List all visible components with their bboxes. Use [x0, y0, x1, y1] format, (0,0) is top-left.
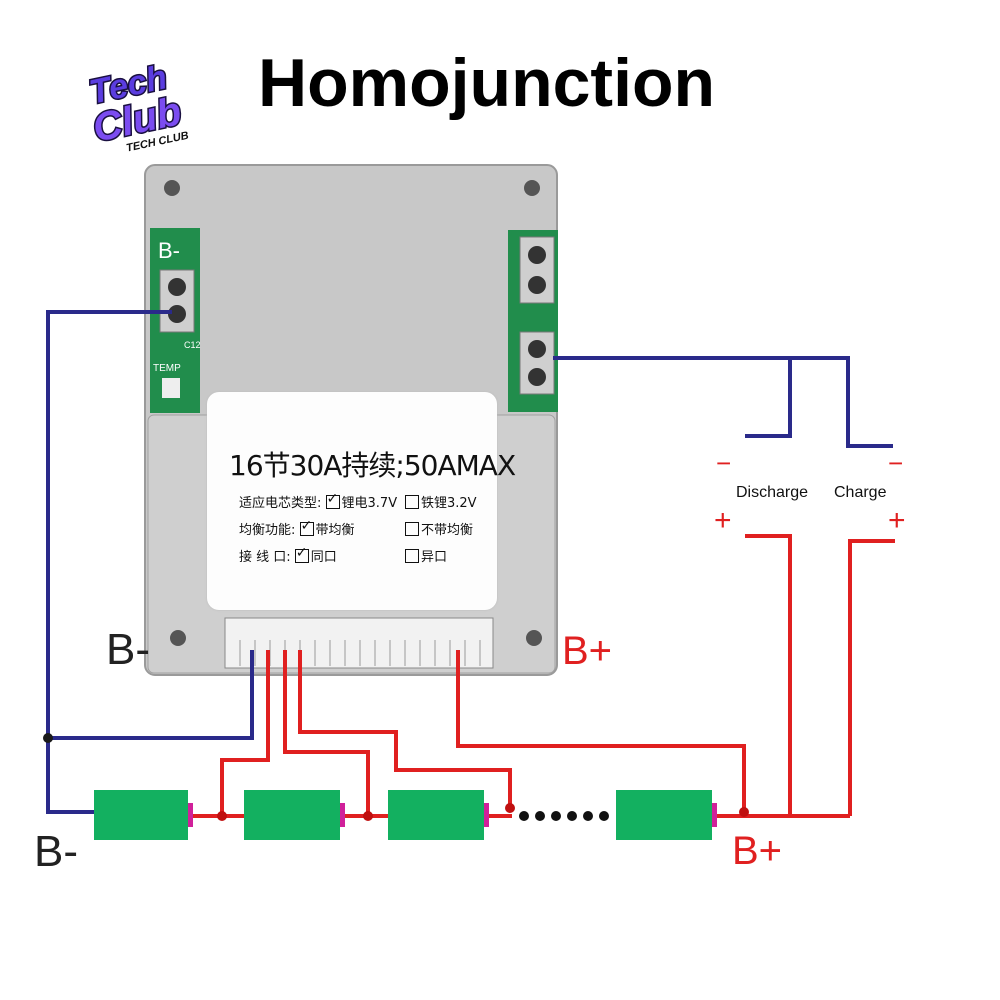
balance-connector: [224, 617, 494, 669]
empty-box-icon: [405, 522, 419, 536]
option-label: 锂电3.7V: [341, 496, 398, 511]
option-label: 同口: [310, 550, 337, 565]
diagram-title: Homojunction: [258, 45, 716, 121]
spec-label: 16节30A持续;50AMAX 适应电芯类型: 锂电3.7V 铁锂3.2V 均衡…: [207, 392, 516, 610]
discharge-label: Discharge: [736, 484, 808, 501]
screw-hole: [170, 630, 186, 646]
empty-box-icon: [405, 549, 419, 563]
discharge-minus: −: [716, 448, 731, 478]
empty-box-icon: [405, 495, 419, 509]
charge-plus: +: [888, 504, 906, 537]
spec-title: 16节30A持续;50AMAX: [229, 449, 516, 482]
screw-hole: [524, 180, 540, 196]
spec-row-cell-type: 适应电芯类型: 锂电3.7V 铁锂3.2V: [239, 491, 477, 511]
battery-cell: [94, 790, 193, 840]
pack-b-plus-label: B+: [732, 829, 782, 873]
discharge-plus: +: [714, 504, 732, 537]
charge-minus: −: [888, 448, 903, 478]
charge-label: Charge: [834, 484, 887, 501]
battery-cell: [388, 790, 489, 840]
checked-box-icon: [299, 518, 314, 536]
spec-row-port: 接 线 口: 同口 异口: [239, 545, 447, 565]
checked-box-icon: [325, 491, 340, 509]
pcb-mark-c12: C12: [184, 340, 201, 350]
row-label: 适应电芯类型:: [239, 496, 322, 511]
option-label: 带均衡: [315, 523, 355, 538]
screw-hole: [164, 180, 180, 196]
board-b-plus-label: B+: [562, 629, 612, 673]
checked-box-icon: [294, 545, 309, 563]
option-label: 异口: [421, 550, 448, 565]
row-label: 均衡功能:: [239, 523, 296, 538]
option-label: 铁锂3.2V: [421, 496, 477, 511]
battery-cell: [616, 790, 717, 840]
pcb-mark-b-minus: B-: [158, 238, 180, 263]
positive-wires: [192, 534, 895, 818]
option-label: 不带均衡: [421, 523, 474, 538]
board-b-minus-label: B-: [106, 625, 150, 674]
tech-club-logo: Tech Club TECH CLUB: [85, 57, 190, 155]
negative-wires: [46, 310, 893, 814]
screw-hole: [526, 630, 542, 646]
pcb-mark-temp: TEMP: [153, 363, 181, 374]
battery-cell: [244, 790, 345, 840]
row-label: 接 线 口:: [239, 550, 291, 565]
spec-row-balance: 均衡功能: 带均衡 不带均衡: [239, 518, 473, 538]
pack-b-minus-label: B-: [34, 827, 78, 876]
series-ellipsis: [519, 811, 609, 821]
